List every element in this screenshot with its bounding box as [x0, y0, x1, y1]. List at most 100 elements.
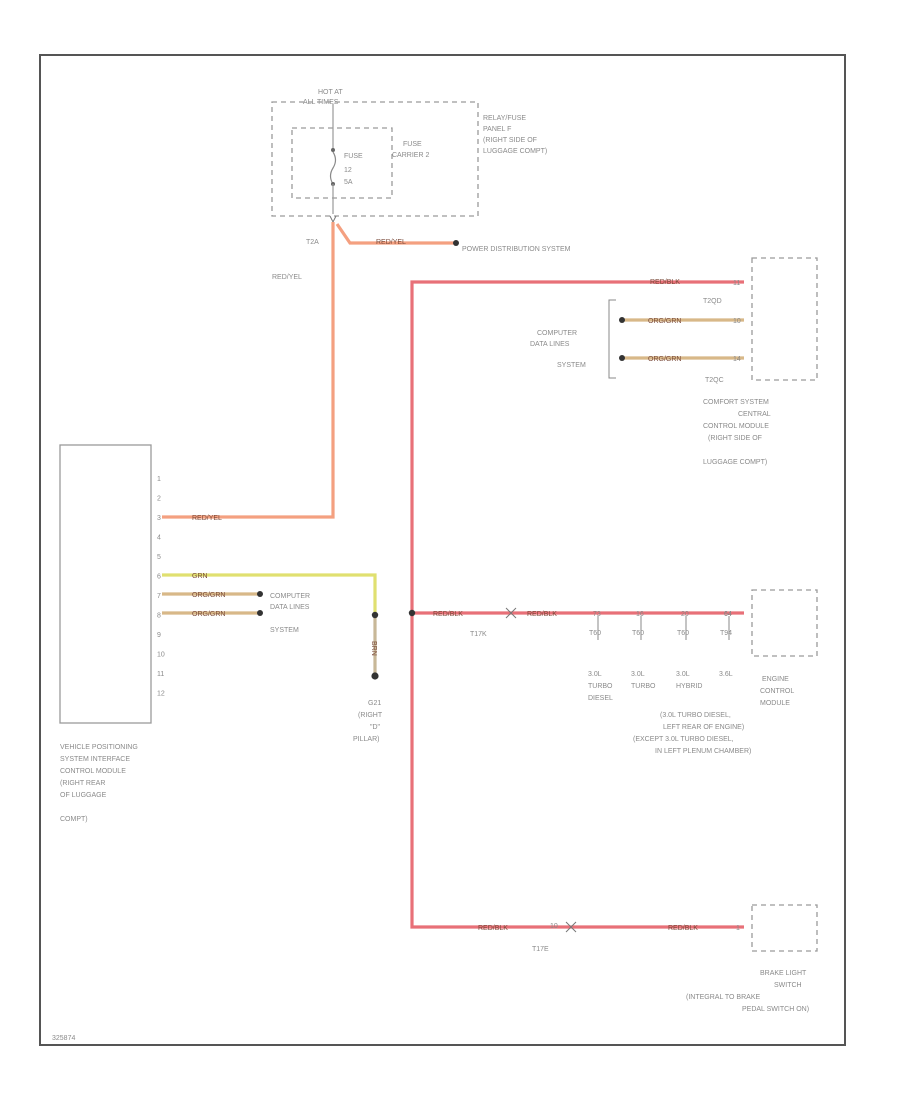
comfort-data-bracket — [608, 299, 616, 379]
wire-label-red-yel-vps: RED/YEL — [192, 515, 222, 522]
vps-pin-8: 8 — [157, 613, 161, 620]
comfort-data-label-3: SYSTEM — [557, 362, 586, 369]
wire-label-red-blk-top: RED/BLK — [650, 279, 680, 286]
ecm-variant-engine-label: 3.0L — [588, 671, 602, 678]
ecm-variant-connector: T94 — [720, 630, 732, 637]
ecm-label-4: (3.0L TURBO DIESEL, — [660, 712, 731, 719]
wire-grn-vps — [162, 573, 377, 615]
ground-label-2: (RIGHT — [358, 712, 383, 719]
wire-label-org-grn-vps-2: ORG/GRN — [192, 611, 225, 618]
connector-t17k-label: T17K — [470, 631, 487, 638]
brake-label-3: (INTEGRAL TO BRAKE — [686, 994, 760, 1001]
ecm-label-6: (EXCEPT 3.0L TURBO DIESEL, — [633, 736, 734, 743]
t17e-connector — [565, 921, 577, 933]
vps-pin-9: 9 — [157, 632, 161, 639]
brake-pin: 1 — [736, 925, 740, 932]
wire-label-red-yel-side: RED/YEL — [272, 274, 302, 281]
wire-label-red-blk-ecm-1: RED/BLK — [433, 611, 463, 618]
vps-pin-7: 7 — [157, 593, 161, 600]
ecm-variant-engine-label: TURBO — [631, 683, 656, 690]
comfort-data-label-1: COMPUTER — [537, 330, 577, 337]
fuse-carrier-label-2: CARRIER 2 — [392, 152, 429, 159]
connector-t17e-label: T17E — [532, 946, 549, 953]
ecm-variant-engine-label: 3.6L — [719, 671, 733, 678]
brake-label-2: SWITCH — [774, 982, 802, 989]
panel-label-3: (RIGHT SIDE OF — [483, 137, 537, 144]
t2a-terminal — [329, 215, 337, 224]
diagram-id: 325874 — [52, 1035, 75, 1042]
vps-data-label-2: DATA LINES — [270, 604, 310, 611]
vps-pin-4: 4 — [157, 535, 161, 542]
ground-label-3: "D" — [370, 724, 381, 731]
brake-label-1: BRAKE LIGHT — [760, 970, 807, 977]
vps-label-4: (RIGHT REAR — [60, 780, 105, 787]
wire-red-yel-main — [162, 222, 335, 519]
wire-label-brn: BRN — [370, 641, 377, 656]
vps-data-terminal-1 — [257, 591, 263, 597]
ecm-label-2: CONTROL — [760, 688, 794, 695]
wire-label-grn: GRN — [192, 573, 208, 580]
vps-pin-10: 10 — [157, 652, 165, 659]
power-distribution-label: POWER DISTRIBUTION SYSTEM — [462, 246, 571, 253]
vps-pin-5: 5 — [157, 554, 161, 561]
comfort-module-outline — [751, 257, 818, 381]
comfort-data-terminal-2 — [619, 355, 625, 361]
ecm-variant-pin: 73 — [593, 611, 601, 618]
wire-label-red-yel-top: RED/YEL — [376, 239, 406, 246]
vps-pin-1: 1 — [157, 476, 161, 483]
ecm-label-5: LEFT REAR OF ENGINE) — [663, 724, 744, 731]
fuse-label: FUSE — [344, 153, 363, 160]
ecm-variant-engine-label: 3.0L — [676, 671, 690, 678]
ecm-variant-connector: T60 — [677, 630, 689, 637]
ecm-variant-pin: 16 — [636, 611, 644, 618]
vps-pin-6: 6 — [157, 574, 161, 581]
comfort-data-terminal-1 — [619, 317, 625, 323]
relay-panel-outline — [271, 101, 479, 217]
vps-label-5: OF LUGGAGE — [60, 792, 107, 799]
vps-label-2: SYSTEM INTERFACE — [60, 756, 130, 763]
comfort-label-2: CENTRAL — [738, 411, 771, 418]
vps-label-1: VEHICLE POSITIONING — [60, 744, 138, 751]
comfort-pin-1: 11 — [733, 280, 740, 287]
connector-t2c-label: T2QC — [705, 377, 724, 384]
brake-switch-outline — [751, 904, 818, 952]
fuse-12-symbol — [329, 151, 337, 185]
vps-pin-3: 3 — [157, 515, 161, 522]
ecm-variant-connector: T60 — [632, 630, 644, 637]
brake-label-4: PEDAL SWITCH ON) — [742, 1006, 809, 1013]
ecm-label-7: IN LEFT PLENUM CHAMBER) — [655, 748, 751, 755]
wire-label-org-grn-vps-1: ORG/GRN — [192, 592, 225, 599]
ecm-variant-engine-label: 3.0L — [631, 671, 645, 678]
splice-red-blk — [408, 609, 416, 617]
ground-label-4: PILLAR) — [353, 736, 379, 743]
ecm-outline — [751, 589, 818, 657]
comfort-label-4: (RIGHT SIDE OF — [708, 435, 762, 442]
comfort-label-3: CONTROL MODULE — [703, 423, 769, 430]
vps-data-terminal-2 — [257, 610, 263, 616]
ecm-variant-engine-label: HYBRID — [676, 683, 702, 690]
panel-label-2: PANEL F — [483, 126, 511, 133]
comfort-pin-2: 10 — [733, 318, 741, 325]
ecm-variant-engine-label: TURBO — [588, 683, 613, 690]
vps-pin-2: 2 — [157, 496, 161, 503]
comfort-label-5: LUGGAGE COMPT) — [703, 459, 767, 466]
relay-fuse-panel: HOT AT ALL TIMES FUSE 12 5A FUSE CARRIER… — [271, 89, 547, 217]
ground-splice — [371, 611, 379, 619]
panel-label-1: RELAY/FUSE — [483, 115, 526, 122]
vps-pin-12: 12 — [157, 691, 165, 698]
comfort-label-1: COMFORT SYSTEM — [703, 399, 769, 406]
ecm-label-1: ENGINE — [762, 676, 789, 683]
wire-label-red-blk-brake-2: RED/BLK — [668, 925, 698, 932]
wire-label-org-grn-comfort-2: ORG/GRN — [648, 356, 681, 363]
ecm-variant-pin: 64 — [724, 611, 732, 618]
fuse-carrier-outline — [291, 127, 393, 199]
panel-label-4: LUGGAGE COMPT) — [483, 148, 547, 155]
fuse-terminal-top — [331, 148, 335, 152]
vps-label-6: COMPT) — [60, 816, 88, 823]
comfort-system-module: T2QD T2QC 11 10 14 COMFORT SYSTEM CENTRA… — [703, 257, 818, 466]
ecm-pin: 64 — [724, 611, 732, 618]
comfort-pin-3: 14 — [733, 356, 741, 363]
t17k-connector — [505, 607, 517, 619]
engine-control-module: 64 73T603.0LTURBODIESEL16T603.0LTURBO20T… — [588, 589, 818, 755]
